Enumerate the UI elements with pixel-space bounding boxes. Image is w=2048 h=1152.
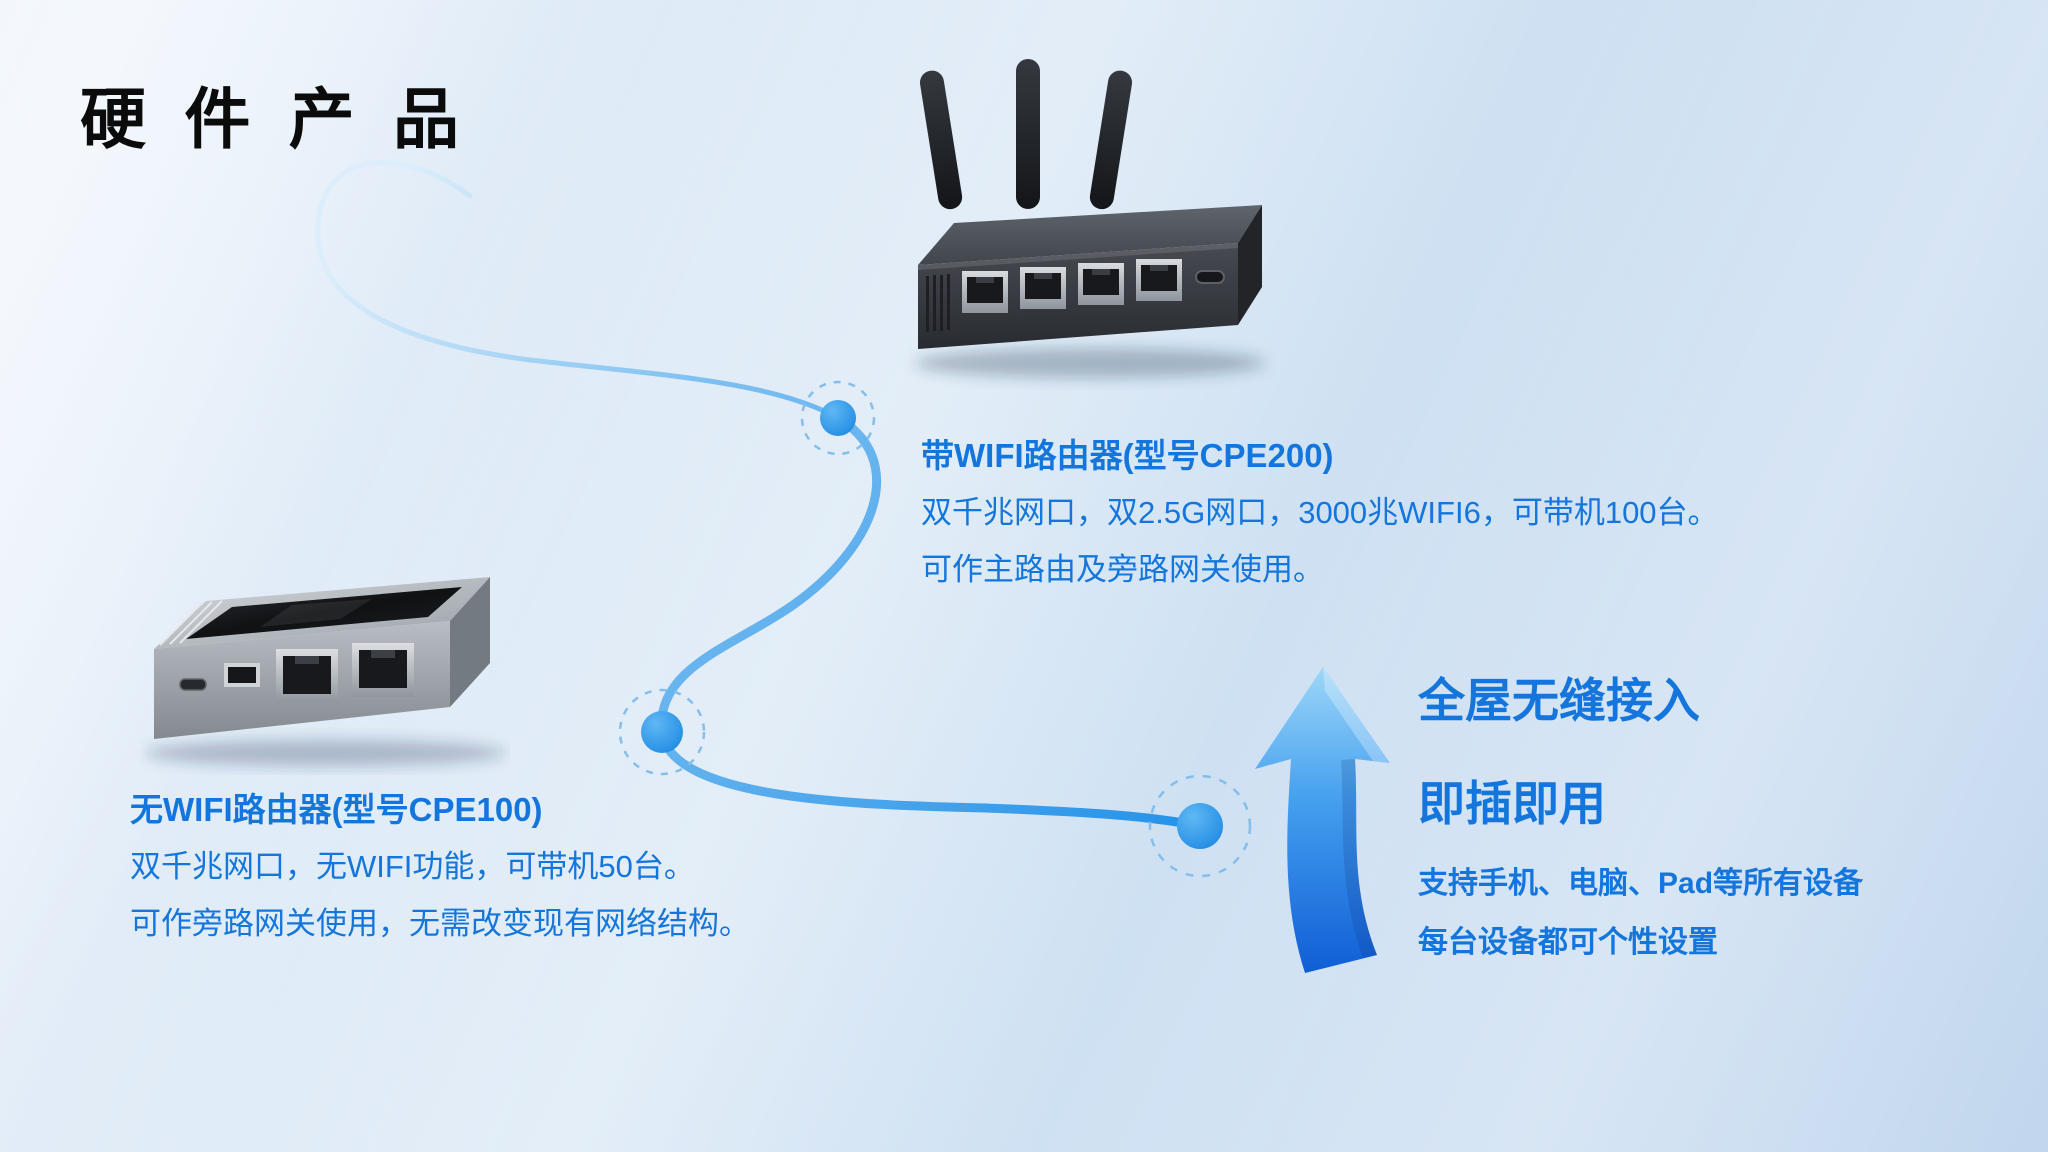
edge-highlight <box>918 243 1238 270</box>
ethernet-port <box>1020 267 1066 309</box>
device-side-face <box>450 577 490 707</box>
usb-c-port <box>1195 270 1225 284</box>
connector-node-3 <box>1148 774 1252 878</box>
page-title: 硬 件 产 品 <box>80 82 470 156</box>
feature-detail-per-device-settings: 每台设备都可个性设置 <box>1418 926 1718 959</box>
ethernet-port <box>1136 259 1182 301</box>
vent-grille <box>926 274 950 332</box>
cpe200-description: 带WIFI路由器(型号CPE200) 双千兆网口，双2.5G网口，3000兆WI… <box>921 436 1719 608</box>
ethernet-port <box>352 643 414 697</box>
usb-c-port <box>179 678 207 691</box>
cpe200-spec-line: 双千兆网口，双2.5G网口，3000兆WIFI6，可带机100台。 <box>921 494 1719 530</box>
antenna <box>1089 70 1133 210</box>
antenna <box>919 70 963 210</box>
feature-headline-seamless-access: 全屋无缝接入 <box>1418 674 1700 727</box>
router-cpe200-photo <box>915 59 1265 378</box>
connector-node-1 <box>800 380 876 456</box>
usb-a-port <box>224 663 260 687</box>
cpe200-name: 带WIFI路由器(型号CPE200) <box>921 437 1334 474</box>
up-arrow-icon <box>1255 667 1390 973</box>
router-cpe100-photo <box>145 577 505 766</box>
device-side-face <box>1238 205 1262 325</box>
heatsink-fins <box>159 600 223 646</box>
curve-squiggle <box>315 160 841 421</box>
cpe100-spec-line: 双千兆网口，无WIFI功能，可带机50台。 <box>130 848 695 884</box>
device-screen <box>186 587 462 639</box>
device-shadow <box>145 740 505 766</box>
feature-detail-devices: 支持手机、电脑、Pad等所有设备 <box>1418 867 1864 900</box>
feature-headline-plug-and-play: 即插即用 <box>1418 777 1606 830</box>
cpe100-description: 无WIFI路由器(型号CPE100) 双千兆网口，无WIFI功能，可带机50台。… <box>130 790 750 962</box>
ethernet-port <box>276 649 338 703</box>
antenna <box>1016 59 1040 209</box>
cpe100-name: 无WIFI路由器(型号CPE100) <box>130 791 543 828</box>
cpe200-spec-line: 可作主路由及旁路网关使用。 <box>921 551 1324 587</box>
device-shadow <box>915 348 1265 378</box>
ethernet-port <box>1078 263 1124 305</box>
cpe100-spec-line: 可作旁路网关使用，无需改变现有网络结构。 <box>130 905 750 941</box>
connector-node-2 <box>618 688 706 776</box>
ethernet-port <box>962 271 1008 313</box>
screen-reflection <box>260 599 372 627</box>
device-top-face <box>918 205 1262 265</box>
